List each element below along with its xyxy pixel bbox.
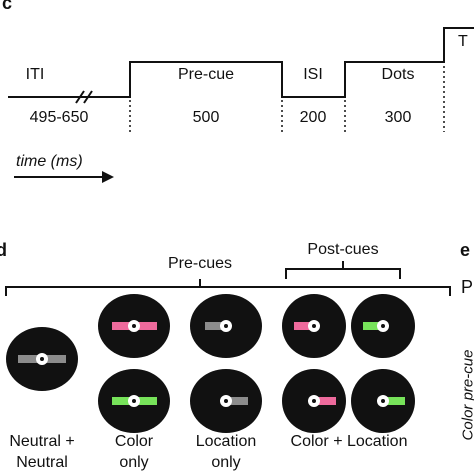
time-arrow-head bbox=[102, 171, 114, 183]
precues-bracket bbox=[5, 286, 451, 296]
phase-label-iti: ITI bbox=[25, 66, 45, 83]
duration-dots: 300 bbox=[384, 109, 412, 126]
duration-isi: 200 bbox=[299, 109, 327, 126]
condition-label-color-1: Color bbox=[114, 433, 154, 450]
stimulus-color-only-green bbox=[98, 369, 170, 433]
postcues-label: Post-cues bbox=[307, 241, 379, 258]
panel-e-truncated-text: P bbox=[461, 277, 474, 297]
panel-e-label: e bbox=[460, 240, 471, 260]
stimulus-color-location-pink-left bbox=[282, 294, 346, 358]
stimulus-neutral bbox=[6, 327, 78, 391]
stimulus-color-location-green-right bbox=[351, 369, 415, 433]
condition-label-neutral-2: Neutral bbox=[16, 454, 68, 471]
precues-label: Pre-cues bbox=[167, 255, 233, 272]
panel-e-rotated-label: Color pre-cue bbox=[459, 349, 474, 441]
stimulus-location-only-right bbox=[190, 369, 262, 433]
phase-label-dots: Dots bbox=[381, 66, 415, 83]
condition-label-location-2: only bbox=[211, 454, 241, 471]
time-axis-label: time (ms) bbox=[16, 153, 83, 170]
phase-label-isi: ISI bbox=[303, 66, 323, 83]
axis-break-mark-2 bbox=[83, 90, 93, 104]
panel-d-label: d bbox=[0, 240, 7, 260]
phase-label-truncated: T bbox=[458, 33, 468, 50]
axis-break-mark-1 bbox=[75, 90, 85, 104]
condition-label-color-2: only bbox=[119, 454, 149, 471]
postcues-bracket bbox=[285, 268, 401, 279]
condition-label-neutral-1: Neutral + bbox=[9, 433, 75, 450]
duration-precue: 500 bbox=[192, 109, 220, 126]
phase-label-precue: Pre-cue bbox=[177, 66, 235, 83]
stimulus-color-only-pink bbox=[98, 294, 170, 358]
timeline-trace bbox=[8, 27, 474, 98]
stimulus-location-only-left bbox=[190, 294, 262, 358]
panel-c-label: c bbox=[2, 0, 13, 13]
condition-label-color-location: Color + Location bbox=[290, 433, 408, 450]
stimulus-color-location-pink-right bbox=[282, 369, 346, 433]
stimulus-color-location-green-left bbox=[351, 294, 415, 358]
condition-label-location-1: Location bbox=[195, 433, 257, 450]
duration-iti: 495-650 bbox=[29, 109, 89, 126]
